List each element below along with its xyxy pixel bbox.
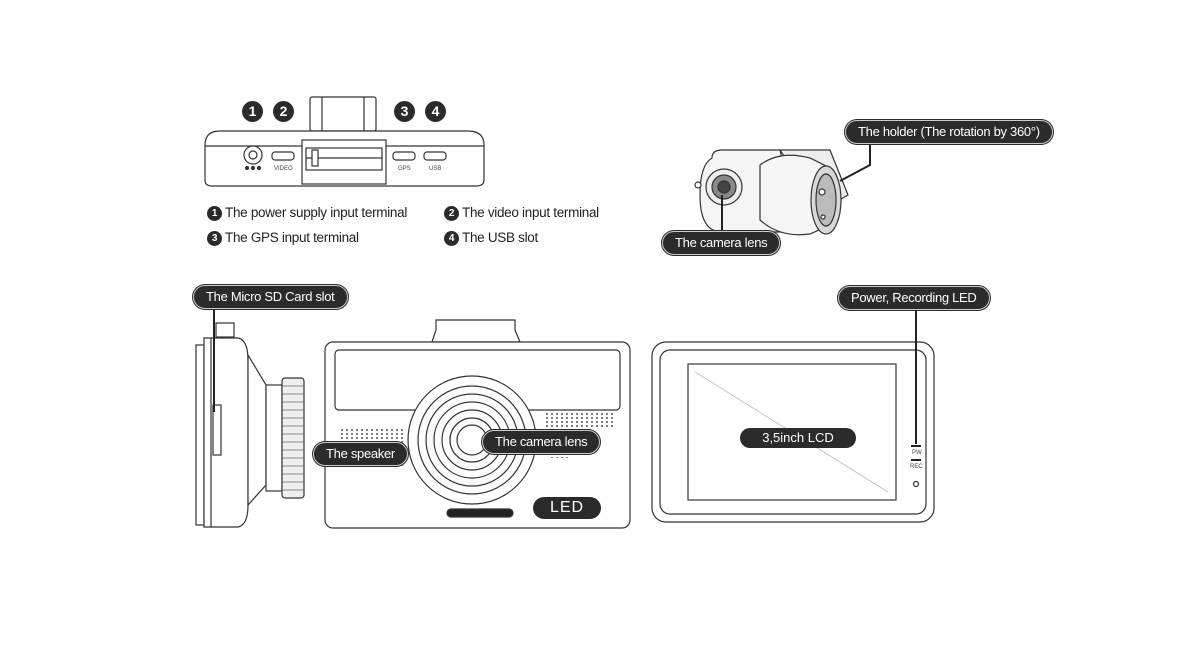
- marker-1: 1: [242, 101, 263, 122]
- side-view-device: [195, 322, 305, 528]
- rear-camera-device: [694, 149, 849, 236]
- legend-text: The power supply input terminal: [225, 205, 408, 220]
- front-view-device: [324, 319, 631, 529]
- legend-text: The USB slot: [462, 230, 538, 245]
- legend-text: The GPS input terminal: [225, 230, 359, 245]
- marker-2: 2: [273, 101, 294, 122]
- top-view-device: [204, 96, 485, 187]
- marker-4: 4: [425, 101, 446, 122]
- usb-port-label: USB: [429, 166, 441, 172]
- rear-lens-callout: The camera lens: [662, 231, 781, 255]
- rec-label: REC: [910, 464, 923, 470]
- power-led-callout: Power, Recording LED: [838, 286, 990, 310]
- legend-number: 2: [444, 206, 459, 221]
- legend-number: 3: [207, 231, 222, 246]
- pw-label: PW: [912, 450, 922, 456]
- speaker-grille-right: [545, 412, 615, 427]
- legend-number: 1: [207, 206, 222, 221]
- marker-3: 3: [394, 101, 415, 122]
- lcd-label: 3,5inch LCD: [740, 428, 856, 448]
- legend-text: The video input terminal: [462, 205, 599, 220]
- led-indicator-label: LED: [533, 497, 601, 519]
- sd-slot-callout: The Micro SD Card slot: [193, 285, 348, 309]
- holder-callout: The holder (The rotation by 360°): [845, 120, 1053, 144]
- gps-port-label: GPS: [398, 166, 411, 172]
- legend-number: 4: [444, 231, 459, 246]
- speaker-callout: The speaker: [313, 442, 408, 466]
- video-port-label: VIDEO: [274, 166, 293, 172]
- front-lens-callout: The camera lens: [482, 430, 601, 454]
